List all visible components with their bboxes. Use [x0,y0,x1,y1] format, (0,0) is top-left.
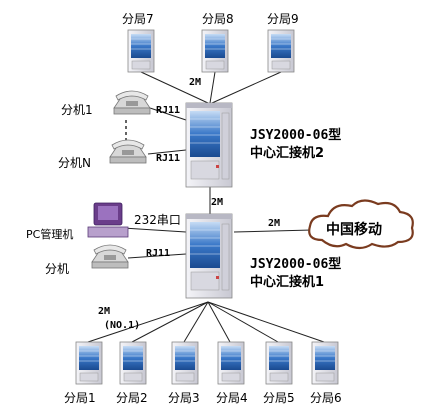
branch-cabinet-4 [217,341,245,385]
branch-label-6: 分局6 [310,391,342,405]
port-label-rj11-c: RJ11 [146,248,171,259]
branch-cabinet-9 [267,29,295,73]
phone-ext-label: 分机 [45,262,70,276]
pc-label: PC管理机 [26,228,74,241]
switch-upper-cabinet [185,102,233,188]
port-label-rj11-a: RJ11 [156,105,181,116]
link-label-mobile: 2M [268,218,281,229]
branch-label-5: 分局5 [263,391,295,405]
bottom-links [87,301,325,343]
branch-cabinet-1 [75,341,103,385]
link-label-top: 2M [189,77,202,88]
mobile-link [233,229,313,233]
branch-label-2: 分局2 [116,391,148,405]
branch-label-9: 分局9 [267,12,299,26]
branch-cabinet-8 [201,29,229,73]
branch-label-8: 分局8 [202,12,234,26]
switch-upper-name: 中心汇接机2 [250,146,325,161]
phone-ext1-label: 分机1 [61,103,93,117]
switch-lower-cabinet [185,213,233,299]
switch-upper-model: JSY2000-06型 [250,128,342,143]
link-label-mid: 2M [211,197,224,208]
switch-lower-name: 中心汇接机1 [250,275,325,290]
link-label-bottom: 2M [98,306,111,317]
port-label-rj11-b: RJ11 [156,153,181,164]
top-links [140,71,282,104]
branch-label-7: 分局7 [122,12,154,26]
branch-label-3: 分局3 [168,391,200,405]
phone-extN-icon [109,139,147,164]
cloud-label: 中国移动 [326,222,382,238]
switch-lower-model: JSY2000-06型 [250,257,342,272]
branch-cabinet-2 [119,341,147,385]
phone-ext1-icon [113,90,151,115]
phone-extN-label: 分机N [58,156,91,170]
phone-ext-icon [91,244,129,269]
link-label-bottom-no: (NO.1) [104,320,141,331]
pc-icon [87,202,129,238]
branch-cabinet-3 [171,341,199,385]
port-label-serial: 232串口 [134,213,181,227]
branch-cabinet-6 [311,341,339,385]
cloud-icon [308,199,414,250]
branch-label-4: 分局4 [216,391,248,405]
branch-label-1: 分局1 [64,391,96,405]
branch-cabinet-7 [127,29,155,73]
branch-cabinet-5 [265,341,293,385]
